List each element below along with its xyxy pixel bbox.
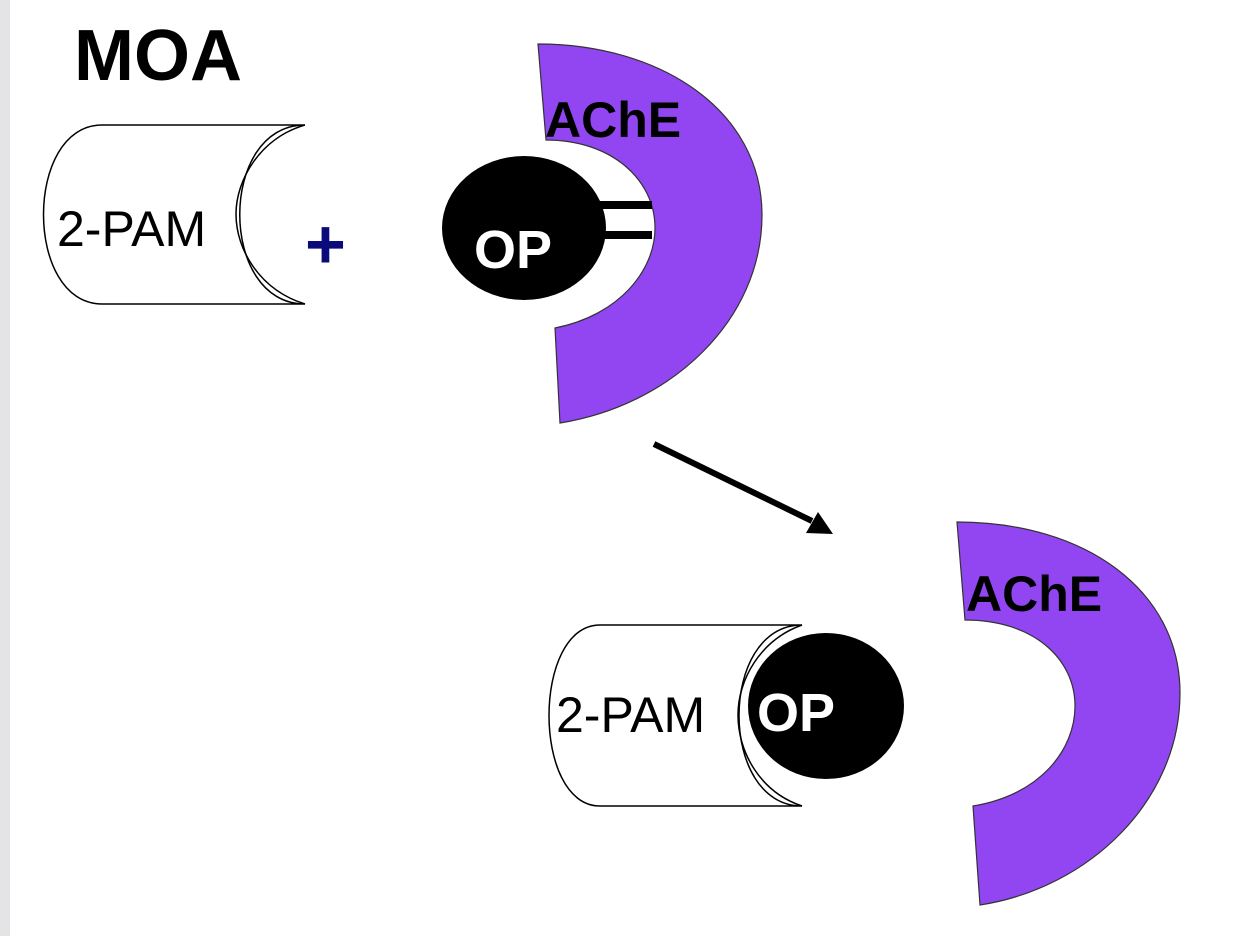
enzyme-shape-top [537, 43, 763, 424]
left-border-strip [0, 0, 10, 936]
antidote-label: 2-PAM [57, 201, 206, 257]
arrow-shaft [652, 441, 814, 524]
inhibitor-label-top: OP [474, 220, 552, 280]
cylinder-end-cap [235, 124, 306, 305]
inhibitor-ball-top [442, 156, 606, 300]
page-title: MOA [74, 16, 242, 96]
arrow-head [806, 512, 833, 534]
inhibitor-label-bottom: OP [757, 683, 835, 743]
plus-operator: + [305, 205, 346, 283]
enzyme-label-top: AChE [545, 92, 681, 148]
enzyme-label-bottom: AChE [966, 566, 1102, 622]
inhibitor-ball-bottom [748, 633, 904, 779]
reaction-arrow [652, 441, 833, 534]
cylinder-end-cap-bottom [737, 624, 803, 807]
enzyme-shape-bottom [956, 521, 1181, 906]
antidote-cylinder-top: 2-PAM [42, 124, 306, 305]
antidote-cylinder-bottom: 2-PAM [548, 624, 803, 807]
complex-antidote-label: 2-PAM [556, 687, 705, 743]
